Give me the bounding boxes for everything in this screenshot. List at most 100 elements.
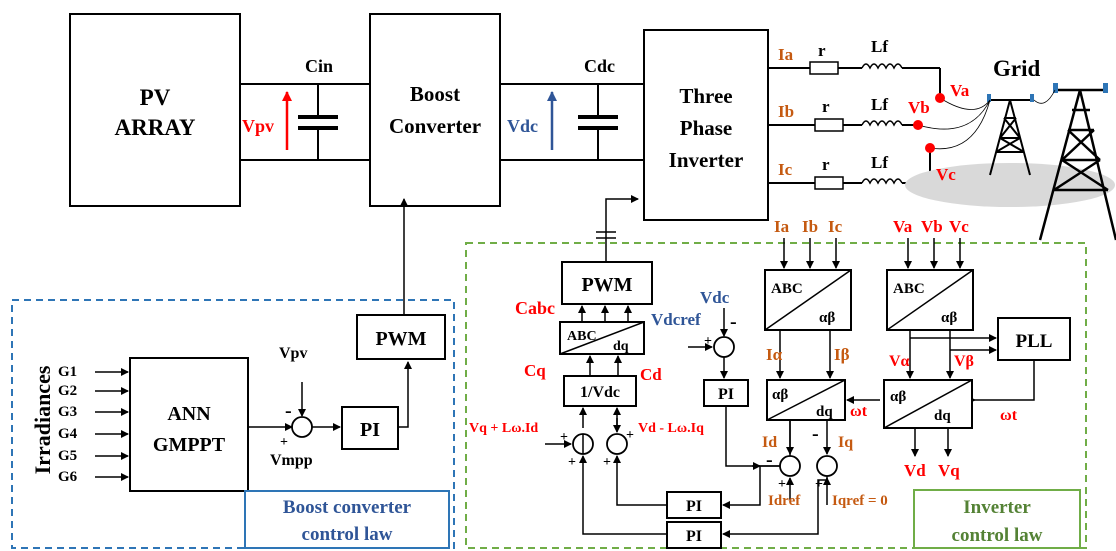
va-ctrl-label: Va	[893, 217, 913, 236]
g3-label: G3	[58, 404, 77, 420]
inverter-control-region	[465, 242, 1087, 549]
boost-pwm-block: PWM	[356, 314, 446, 360]
current-alphabeta-dq-block: αβ dq	[766, 379, 846, 421]
svg-text:-: -	[730, 311, 737, 333]
vpv-label: Vpv	[242, 116, 274, 136]
g1-label: G1	[58, 364, 77, 380]
ic-ctrl-label: Ic	[828, 217, 843, 236]
grid-illustration	[905, 83, 1116, 241]
vc-ctrl-label: Vc	[949, 217, 969, 236]
cd-label: Cd	[640, 365, 662, 384]
svg-text:+: +	[560, 430, 568, 445]
svg-text:+: +	[568, 455, 576, 470]
boost-label-1: Boost	[410, 82, 460, 106]
pv-array-block: PV ARRAY	[69, 13, 241, 207]
pv-array-label-1: PV	[140, 85, 171, 110]
boost-pi-label: PI	[360, 419, 380, 441]
g2-label: G2	[58, 383, 77, 399]
boost-label-2: Converter	[389, 114, 481, 138]
pi-d-label: PI	[686, 498, 702, 515]
inverter-label-2: Phase	[680, 116, 733, 140]
inverter-label-1: Three	[679, 84, 732, 108]
wt-current-label: ωt	[850, 403, 868, 420]
vb-node	[913, 120, 923, 130]
ib-power-label: Ib	[778, 102, 794, 121]
boost-sum-junction	[291, 416, 313, 438]
svg-text:+: +	[778, 477, 786, 492]
boost-converter-block: Boost Converter	[369, 13, 501, 207]
phase-b-line	[768, 118, 918, 132]
iq-label: Iq	[838, 434, 853, 451]
r-label-a: r	[818, 41, 826, 60]
wt-voltage-label: ωt	[1000, 407, 1018, 424]
vq-label: Vq	[938, 461, 960, 480]
svg-text:+: +	[815, 477, 823, 492]
abc-dq-dq-label: dq	[613, 339, 629, 354]
cur-dq-label: dq	[816, 404, 833, 420]
cin-label: Cin	[305, 56, 333, 76]
vd-label: Vd	[904, 461, 926, 480]
volt-abc-label: ABC	[893, 281, 925, 297]
vc-power-label: Vc	[936, 165, 956, 184]
inverter-control-title-box: Inverter control law	[913, 489, 1081, 549]
svg-text:+: +	[704, 334, 712, 349]
i-beta-label: Iβ	[834, 345, 850, 364]
cabc-label: Cabc	[515, 298, 555, 318]
cur-ab2-label: αβ	[772, 387, 788, 403]
boost-vpv-label: Vpv	[279, 345, 307, 362]
g5-label: G5	[58, 448, 77, 464]
lf-label-a: Lf	[871, 37, 888, 56]
cdc-capacitor	[578, 84, 618, 160]
svg-text:+: +	[603, 455, 611, 470]
vd-ff-label: Vd - Lω.Iq	[638, 421, 704, 436]
boost-pi-block: PI	[341, 406, 399, 450]
three-phase-inverter-block: Three Phase Inverter	[643, 29, 769, 221]
boost-pwm-label: PWM	[375, 328, 426, 350]
ia-ctrl-label: Ia	[774, 217, 790, 236]
lf-label-c: Lf	[871, 153, 888, 172]
boost-plus: +	[280, 435, 288, 450]
idref-label: Idref	[768, 493, 801, 509]
ia-power-label: Ia	[778, 45, 794, 64]
vdc-pi-block: PI	[703, 379, 749, 407]
r-label-b: r	[822, 97, 830, 116]
irradiances-label: Irradiances	[30, 365, 55, 474]
inverter-label-3: Inverter	[669, 148, 744, 172]
phase-a-line	[768, 61, 941, 98]
svg-text:-: -	[766, 449, 773, 471]
ic-power-label: Ic	[778, 160, 793, 179]
inverter-pwm-block: PWM	[561, 261, 653, 305]
boost-control-region	[11, 299, 455, 549]
pi-q-label: PI	[686, 528, 702, 545]
id-sum-junction	[779, 455, 801, 477]
vmpp-label: Vmpp	[270, 452, 313, 469]
irradiance-inputs	[95, 368, 129, 481]
lf-label-b: Lf	[871, 95, 888, 114]
va-node	[935, 93, 945, 103]
vdc-ctrl-label: Vdc	[700, 288, 730, 307]
ib-ctrl-label: Ib	[802, 217, 818, 236]
pi-d-block: PI	[666, 491, 722, 519]
pv-array-label-2: ARRAY	[115, 115, 196, 140]
d-sum-junction	[606, 433, 628, 455]
pi-q-block: PI	[666, 521, 722, 549]
va-power-label: Va	[950, 81, 970, 100]
ann-gmppt-block: ANN GMPPT	[129, 357, 249, 492]
vb-power-label: Vb	[908, 98, 930, 117]
cin-capacitor	[298, 84, 338, 160]
voltage-abc-alphabeta-block: ABC αβ	[886, 269, 974, 331]
cur-abc-label: ABC	[771, 281, 803, 297]
g6-label: G6	[58, 469, 78, 485]
boost-title-2: control law	[302, 524, 393, 545]
svg-text:-: -	[812, 423, 819, 445]
boost-control-title-box: Boost converter control law	[244, 490, 450, 549]
vc-node	[925, 143, 935, 153]
pll-block: PLL	[997, 317, 1071, 361]
i-alpha-label: Iα	[766, 345, 783, 364]
inv-vdc-block: 1/Vdc	[563, 375, 637, 407]
v-beta-label: Vβ	[954, 353, 974, 370]
vdc-label: Vdc	[507, 116, 538, 136]
ann-label: ANN	[167, 403, 211, 425]
boost-minus: -	[285, 400, 292, 422]
current-abc-alphabeta-block: ABC αβ	[764, 269, 852, 331]
